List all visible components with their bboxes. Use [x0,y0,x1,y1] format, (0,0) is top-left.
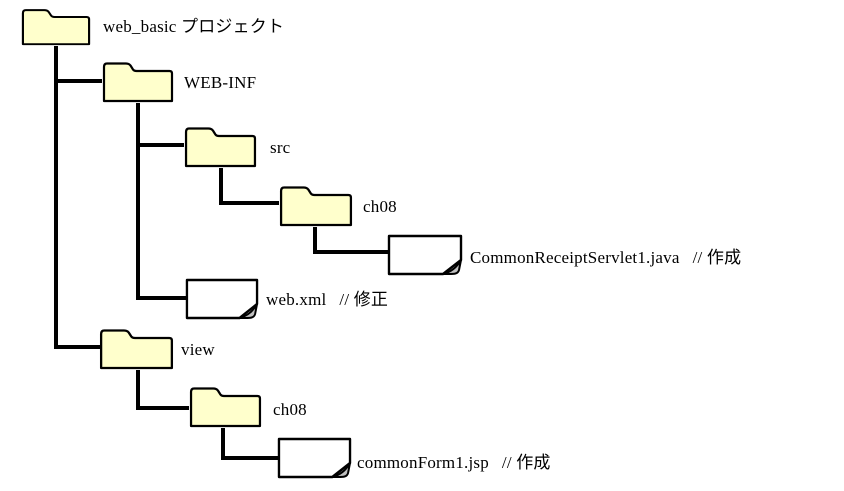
node-label-root: web_basic プロジェクト [103,15,284,39]
node-label-src: src [270,136,290,160]
folder-name: ch08 [363,197,397,216]
tree-line-src-vertical [219,168,223,205]
folder-icon [184,127,257,168]
file-comment: // 作成 [692,248,742,267]
file-name: commonForm1.jsp [357,453,489,472]
folder-name: ch08 [273,400,307,419]
node-label-webinf: WEB-INF [184,71,256,95]
file-name: CommonReceiptServlet1.java [470,248,680,267]
tree-line-ch08view-vertical [221,428,225,460]
page-fold [442,259,462,275]
file-comment: // 作成 [501,453,551,472]
folder-icon [21,9,91,46]
tree-line-branch-ch08-src [219,201,279,205]
file-name: web.xml [266,290,327,309]
page-fold [331,462,352,478]
file-icon [185,278,259,320]
tree-line-branch-javafile [313,250,389,254]
tree-line-trunk [54,46,58,349]
tree-line-view-vertical [136,370,140,410]
folder-icon [99,329,174,370]
folder-name: web_basic プロジェクト [103,17,285,36]
node-label-webxml: web.xml // 修正 [266,288,388,312]
folder-name: src [270,138,291,157]
folder-icon [279,186,353,227]
folder-name: view [181,340,215,359]
file-icon [387,234,463,276]
tree-line-branch-view [54,345,101,349]
node-label-ch08-view: ch08 [273,398,307,422]
node-label-javafile: CommonReceiptServlet1.java // 作成 [470,246,741,270]
file-icon [277,437,352,479]
tree-line-ch08src-vertical [313,227,317,254]
file-comment: // 修正 [339,290,389,309]
node-label-view: view [181,338,215,362]
node-label-ch08-src: ch08 [363,195,397,219]
folder-icon [189,387,262,428]
tree-line-branch-src [136,143,184,147]
folder-name: WEB-INF [184,73,257,92]
tree-line-branch-webxml [136,296,186,300]
node-label-jspfile: commonForm1.jsp // 作成 [357,451,551,475]
page-fold [238,303,259,319]
tree-line-branch-webinf [54,79,102,83]
folder-icon [102,62,174,103]
tree-line-branch-jspfile [221,456,278,460]
tree-line-branch-ch08-view [136,406,189,410]
tree-line-webinf-vertical [136,103,140,300]
